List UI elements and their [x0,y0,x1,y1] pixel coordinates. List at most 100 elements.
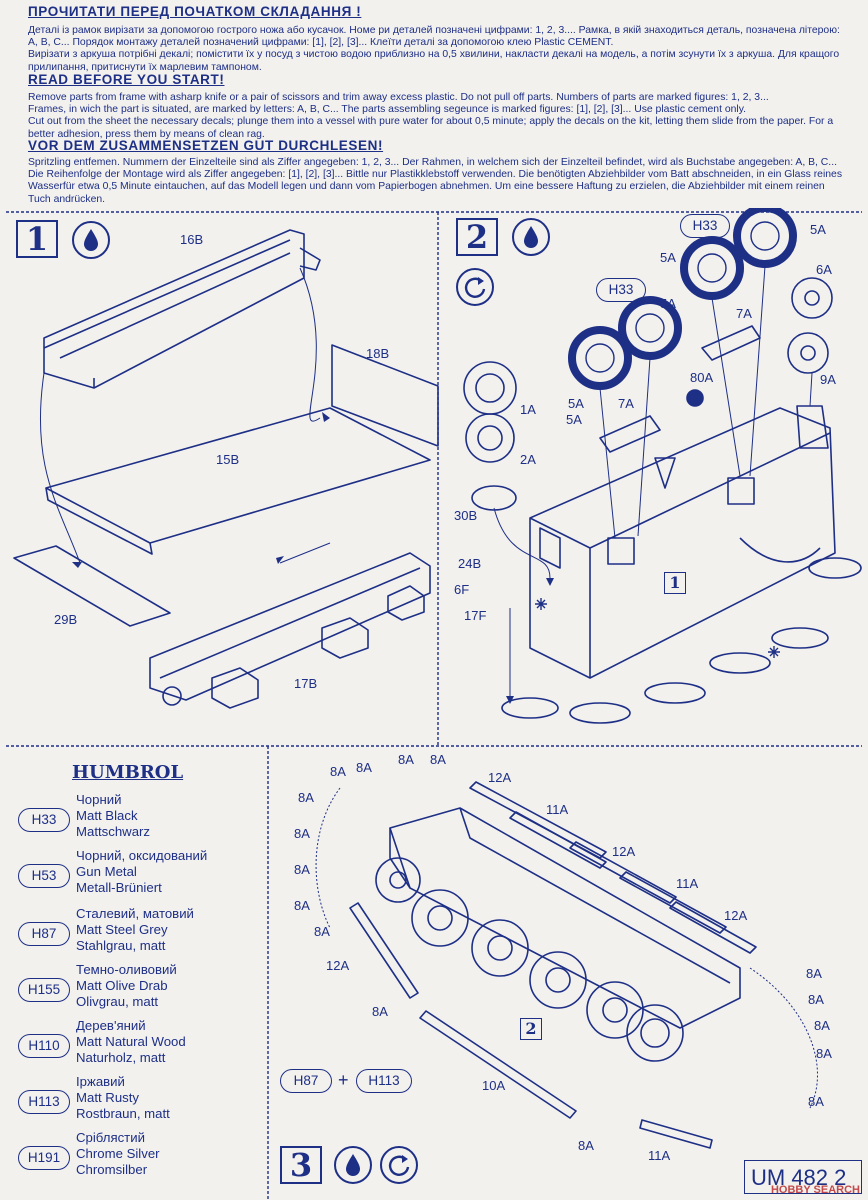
part-label: 8A [578,1138,594,1153]
glue-drop-icon [334,1146,372,1184]
part-label: 9A [820,372,836,387]
paint-callout: H113 [356,1069,412,1093]
paint-callout: H33 [680,214,730,238]
ua-text: Деталі із рамок вирізати за допомогою го… [28,25,840,73]
part-label: 8A [372,1004,388,1019]
part-label: 6F [454,582,470,597]
part-label: 8A [398,752,414,767]
part-label: 16B [180,232,204,247]
part-label: 2A [520,452,536,467]
plus-sign: + [338,1070,349,1090]
part-label: 8A [356,760,372,775]
paint-callout: H87 [280,1069,332,1093]
paint-code: H110 [18,1034,70,1058]
en-name: Matt Olive Drab [76,977,168,993]
part-label: 8A [298,790,314,805]
legend-item: H113 Іржавий Matt Rusty Rostbraun, matt [18,1074,258,1134]
part-label: 8A [808,1094,824,1109]
part-label: 12A [612,844,636,859]
en-name: Chrome Silver [76,1145,160,1161]
part-label: 11A [676,876,699,891]
part-label: 10A [482,1078,506,1093]
part-label: 8A [314,924,330,939]
part-label: 11A [546,802,569,817]
instructions-header: ПРОЧИТАТИ ПЕРЕД ПОЧАТКОМ СКЛАДАННЯ ! Дет… [0,0,868,208]
part-number-box: UM 482 2 [744,1160,862,1194]
en-text: Remove parts from frame with asharp knif… [28,92,834,140]
ua-name: Сріблястий [76,1130,145,1145]
part-label: 29B [54,612,78,627]
part-label: 5A [660,250,676,265]
rotate-icon [380,1146,418,1184]
ua-name: Темно-оливовий [76,962,177,977]
en-name: Matt Black [76,807,138,823]
ua-name: Чорний, оксидований [76,848,208,863]
part-label: 5A [810,222,826,237]
de-name: Mattschwarz [76,823,151,839]
rotate-icon [456,268,494,306]
de-name: Olivgrau, matt [76,993,159,1009]
part-label: 8A [294,862,310,877]
paint-code: H33 [18,808,70,832]
legend-item: H191 Сріблястий Chrome Silver Chromsilbe… [18,1130,258,1190]
part-label: 12A [326,958,350,973]
de-name: Metall-Brüniert [76,879,162,895]
legend-item: H155 Темно-оливовий Matt Olive Drab Oliv… [18,962,258,1022]
paint-brand: HUMBROL [72,762,184,783]
de-name: Stahlgrau, matt [76,937,166,953]
part-label: 7A [736,306,752,321]
part-number: UM 482 [751,1165,829,1190]
en-name: Gun Metal [76,863,137,879]
legend-item: H110 Дерев'яний Matt Natural Wood Naturh… [18,1018,258,1078]
legend-item: H87 Сталевий, матовий Matt Steel Grey St… [18,906,258,966]
part-label: 6A [816,262,832,277]
part-label: 12A [488,770,512,785]
de-name: Chromsilber [76,1161,148,1177]
part-label: 24B [458,556,482,571]
page-frame [6,211,862,1200]
part-label: 1A [520,402,536,417]
step1-diagram [13,229,439,709]
paint-callout: H33 [596,278,646,302]
glue-drop-icon [512,218,550,256]
subassembly-ref: 2 [520,1018,542,1040]
en-title: READ BEFORE YOU START! [28,72,225,87]
step1-number: 1 [16,220,58,258]
part-label: 8A [814,1018,830,1033]
de-name: Naturholz, matt [76,1049,166,1065]
page-number: 2 [834,1165,847,1190]
part-label: 8A [816,1046,832,1061]
paint-code: H87 [18,922,70,946]
subassembly-ref: 1 [664,572,686,594]
part-label: 8A [294,826,310,841]
en-name: Matt Natural Wood [76,1033,186,1049]
part-label: 8A [808,992,824,1007]
de-name: Rostbraun, matt [76,1105,170,1121]
part-label: 18B [366,346,390,361]
step3-diagram [315,781,818,1149]
part-label: 8A [294,898,310,913]
paint-code: H191 [18,1146,70,1170]
de-title: VOR DEM ZUSAMMENSETZEN GUT DURCHLESEN! [28,138,384,153]
paint-code: H113 [18,1090,70,1114]
glue-drop-icon [72,221,110,259]
ua-title: ПРОЧИТАТИ ПЕРЕД ПОЧАТКОМ СКЛАДАННЯ ! [28,4,362,19]
part-label: 80A [690,370,714,385]
part-label: 12A [724,908,748,923]
part-label: 17B [294,676,318,691]
step3-number: 3 [280,1146,322,1184]
part-label: 11A [648,1148,671,1163]
part-label: 7A [618,396,634,411]
part-label: 17F [464,608,487,623]
part-label: 5A [660,296,676,311]
en-name: Matt Steel Grey [76,921,168,937]
ua-name: Чорний [76,792,122,807]
step2-number: 2 [456,218,498,256]
ua-name: Дерев'яний [76,1018,146,1033]
part-label: 8A [330,764,346,779]
step2-diagram [463,208,862,724]
de-text: Spritzling entfemen. Nummern der Einzelt… [28,157,843,205]
legend-item: H33 Чорний Matt Black Mattschwarz [18,792,258,852]
legend-item: H53 Чорний, оксидований Gun Metal Metall… [18,848,258,908]
ua-name: Сталевий, матовий [76,906,194,921]
